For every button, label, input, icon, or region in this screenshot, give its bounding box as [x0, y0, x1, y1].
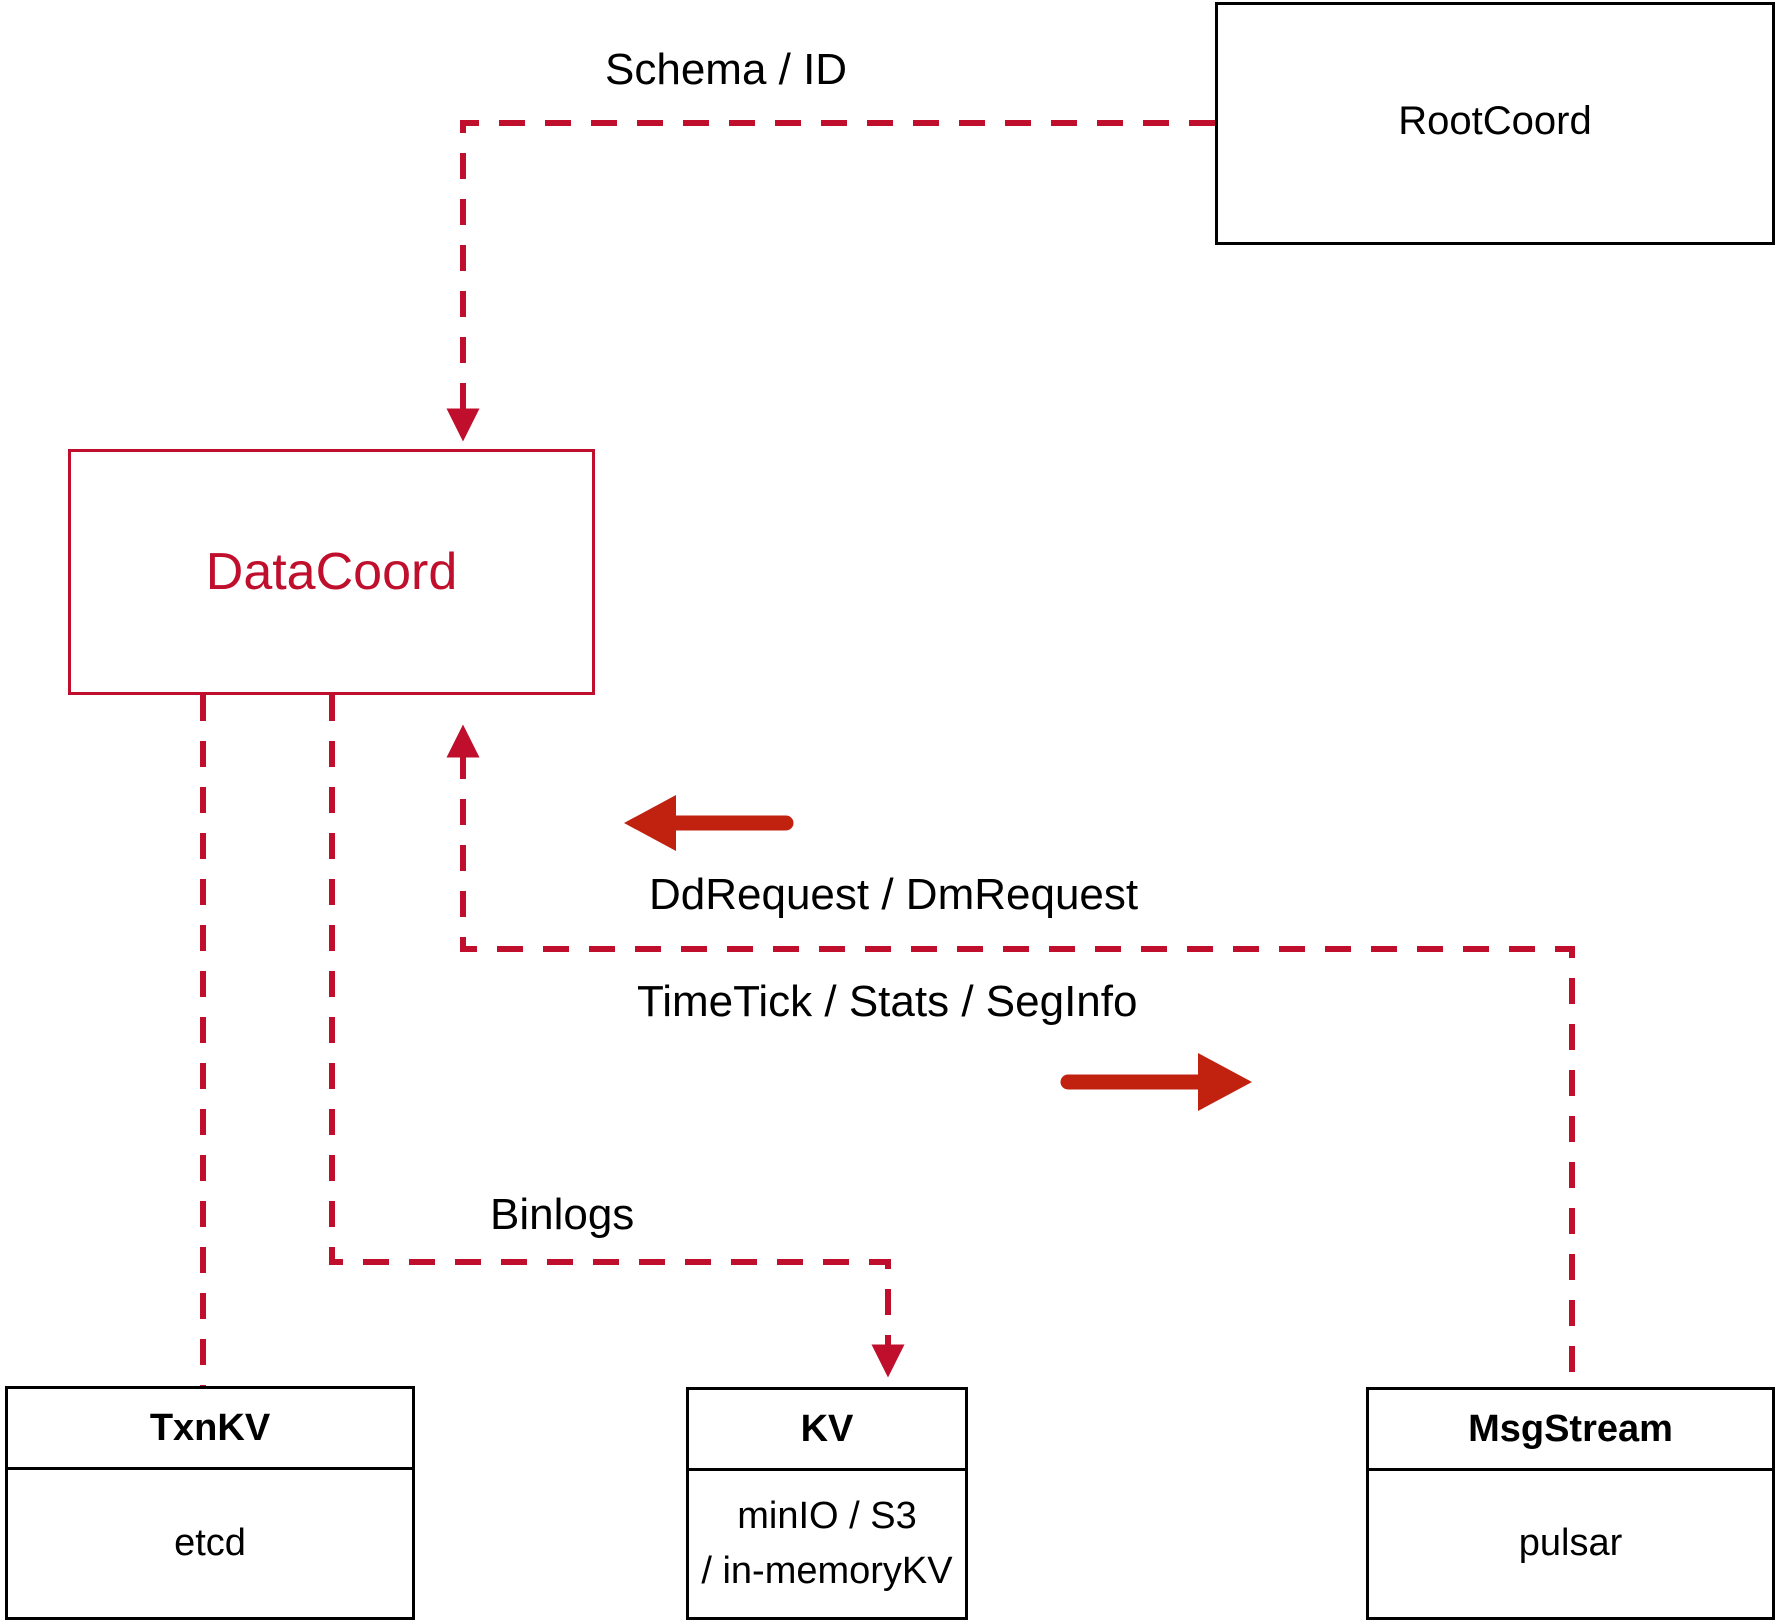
store-msgstream-header: MsgStream: [1369, 1390, 1772, 1471]
store-kv[interactable]: KV minIO / S3 / in-memoryKV: [686, 1387, 968, 1620]
node-datacoord[interactable]: DataCoord: [68, 449, 595, 695]
edge-binlogs: [329, 695, 905, 1378]
store-kv-body-line-1: minIO / S3: [737, 1494, 917, 1537]
store-kv-header: KV: [689, 1390, 965, 1471]
store-kv-body: minIO / S3 / in-memoryKV: [689, 1471, 965, 1617]
direction-arrow-left: [624, 795, 794, 851]
edge-label-dd-dm-request: DdRequest / DmRequest: [649, 870, 1139, 919]
store-msgstream-body: pulsar: [1369, 1471, 1772, 1617]
store-msgstream[interactable]: MsgStream pulsar: [1366, 1387, 1775, 1620]
direction-arrow-right: [1060, 1053, 1252, 1111]
store-txnkv[interactable]: TxnKV etcd: [5, 1386, 415, 1620]
edge-label-binlogs: Binlogs: [490, 1190, 635, 1239]
edge-label-timetick-stats-seginfo: TimeTick / Stats / SegInfo: [637, 977, 1138, 1026]
store-kv-body-line-2: / in-memoryKV: [701, 1550, 953, 1592]
store-txnkv-header: TxnKV: [8, 1389, 412, 1470]
edge-msgstream-datacoord: [446, 724, 1575, 1372]
edge-schema-id: [446, 120, 1215, 442]
node-rootcoord-label: RootCoord: [1398, 99, 1592, 143]
store-txnkv-body: etcd: [8, 1470, 412, 1617]
edge-label-schema-id: Schema / ID: [605, 45, 848, 94]
node-rootcoord[interactable]: RootCoord: [1215, 2, 1775, 245]
store-txnkv-body-line: etcd: [174, 1521, 246, 1564]
node-datacoord-label: DataCoord: [205, 543, 458, 601]
store-msgstream-body-line: pulsar: [1518, 1522, 1623, 1565]
